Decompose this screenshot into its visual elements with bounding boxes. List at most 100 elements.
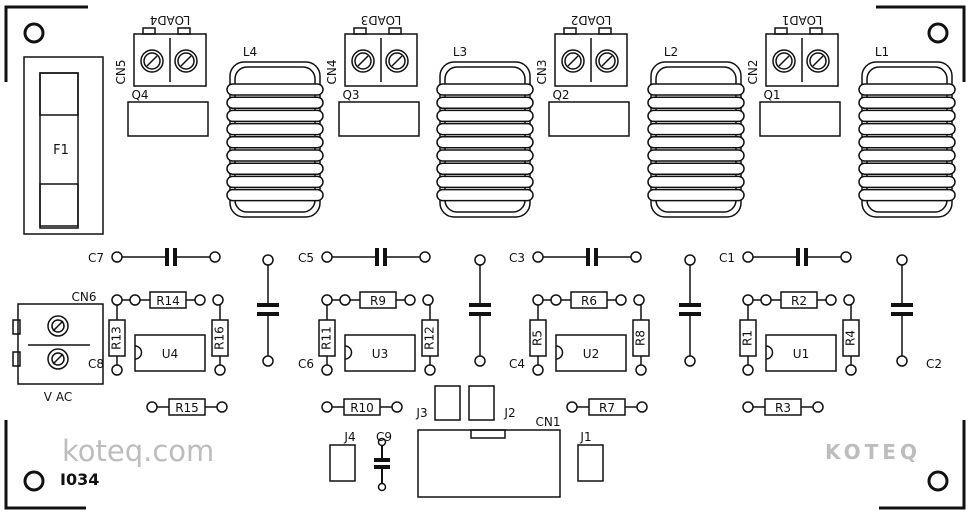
resistor-label: R8 <box>634 330 648 346</box>
resistor-label: R16 <box>213 326 227 350</box>
terminal-block-cn5 <box>133 27 207 87</box>
connector-label: CN4 <box>325 60 339 85</box>
capacitor-label: C6 <box>298 357 314 371</box>
connector-label: CN5 <box>114 60 128 85</box>
resistor-label: R1 <box>741 330 755 346</box>
c9-label: C9 <box>376 430 392 444</box>
resistor-label: R12 <box>423 326 437 350</box>
resistor-label: R7 <box>599 401 615 415</box>
resistor: R6 <box>532 291 645 309</box>
j1-label: J1 <box>579 430 591 444</box>
terminal-block-cn6 <box>12 303 104 385</box>
capacitor-label: C4 <box>509 357 525 371</box>
capacitor <box>321 248 431 266</box>
ic-label: U1 <box>793 347 809 361</box>
resistor-label: R15 <box>175 401 199 415</box>
resistor-label: R3 <box>775 401 791 415</box>
optocoupler-ic: U1 <box>765 334 837 372</box>
resistor-label: R10 <box>350 401 374 415</box>
triac <box>127 101 209 137</box>
triac-label: Q1 <box>763 88 780 102</box>
mounting-hole-bottom-left <box>23 470 45 492</box>
resistor-label: R6 <box>581 294 597 308</box>
corner-mark-top-left <box>4 5 88 82</box>
optocoupler-ic: U4 <box>134 334 206 372</box>
resistor: R9 <box>321 291 434 309</box>
capacitor-label: C7 <box>88 251 104 265</box>
resistor: R4 <box>842 305 860 376</box>
triac-label: Q3 <box>342 88 359 102</box>
capacitor <box>891 254 913 367</box>
resistor-label: R4 <box>844 330 858 346</box>
jumper-j4 <box>329 444 356 482</box>
resistor-label: R11 <box>320 326 334 350</box>
resistor: R15 <box>146 398 228 416</box>
terminal-block-cn4 <box>344 27 418 87</box>
mounting-hole-bottom-right <box>927 470 949 492</box>
resistor-label: R13 <box>110 326 124 350</box>
triac <box>759 101 841 137</box>
resistor: R3 <box>742 398 824 416</box>
terminal-block-cn2 <box>765 27 839 87</box>
resistor: R13 <box>108 305 126 376</box>
resistor: R1 <box>739 305 757 376</box>
triac <box>338 101 420 137</box>
ic-label: U4 <box>162 347 178 361</box>
inductor-coil <box>436 61 534 218</box>
capacitor-label: C3 <box>509 251 525 265</box>
koteq-logo: KOTEQ <box>825 440 921 464</box>
resistor: R16 <box>211 305 229 376</box>
cn6-label: CN6 <box>72 290 97 304</box>
corner-mark-bottom-right <box>879 420 966 510</box>
resistor-label: R9 <box>370 294 386 308</box>
inductor-label: L2 <box>664 45 678 59</box>
connector-label: CN3 <box>535 60 549 85</box>
triac-label: Q2 <box>552 88 569 102</box>
corner-mark-bottom-left <box>4 420 86 510</box>
resistor: R5 <box>529 305 547 376</box>
inductor-label: L4 <box>243 45 257 59</box>
capacitor <box>469 254 491 367</box>
resistor: R8 <box>632 305 650 376</box>
fuse-holder <box>23 56 104 235</box>
optocoupler-ic: U2 <box>555 334 627 372</box>
inductor-coil <box>226 61 324 218</box>
resistor: R12 <box>421 305 439 376</box>
load-label: LOAD2 <box>571 13 612 27</box>
jumper-j2 <box>468 385 495 421</box>
capacitor <box>257 254 279 367</box>
ic-label: U2 <box>583 347 599 361</box>
mounting-hole-top-right <box>927 22 949 44</box>
cn1-label: CN1 <box>536 415 561 429</box>
connector-label: CN2 <box>746 60 760 85</box>
triac <box>548 101 630 137</box>
resistor: R11 <box>318 305 336 376</box>
inductor-coil <box>647 61 745 218</box>
optocoupler-ic: U3 <box>344 334 416 372</box>
terminal-block-cn3 <box>554 27 628 87</box>
inductor-label: L3 <box>453 45 467 59</box>
mounting-hole-top-left <box>23 22 45 44</box>
load-label: LOAD3 <box>361 13 402 27</box>
inductor-label: L1 <box>875 45 889 59</box>
resistor-label: R5 <box>531 330 545 346</box>
capacitor-label: C1 <box>719 251 735 265</box>
capacitor <box>742 248 852 266</box>
capacitor-label: C2 <box>926 357 942 371</box>
jumper-j3 <box>434 385 461 421</box>
capacitor <box>679 254 701 367</box>
j3-label: J3 <box>415 406 427 420</box>
j2-label: J2 <box>503 406 515 420</box>
resistor-label: R14 <box>156 294 180 308</box>
capacitor-c9 <box>374 437 390 492</box>
capacitor <box>111 248 221 266</box>
connector-cn1 <box>417 429 561 498</box>
vac-label: V AC <box>44 390 72 404</box>
resistor: R10 <box>321 398 403 416</box>
resistor: R14 <box>111 291 224 309</box>
